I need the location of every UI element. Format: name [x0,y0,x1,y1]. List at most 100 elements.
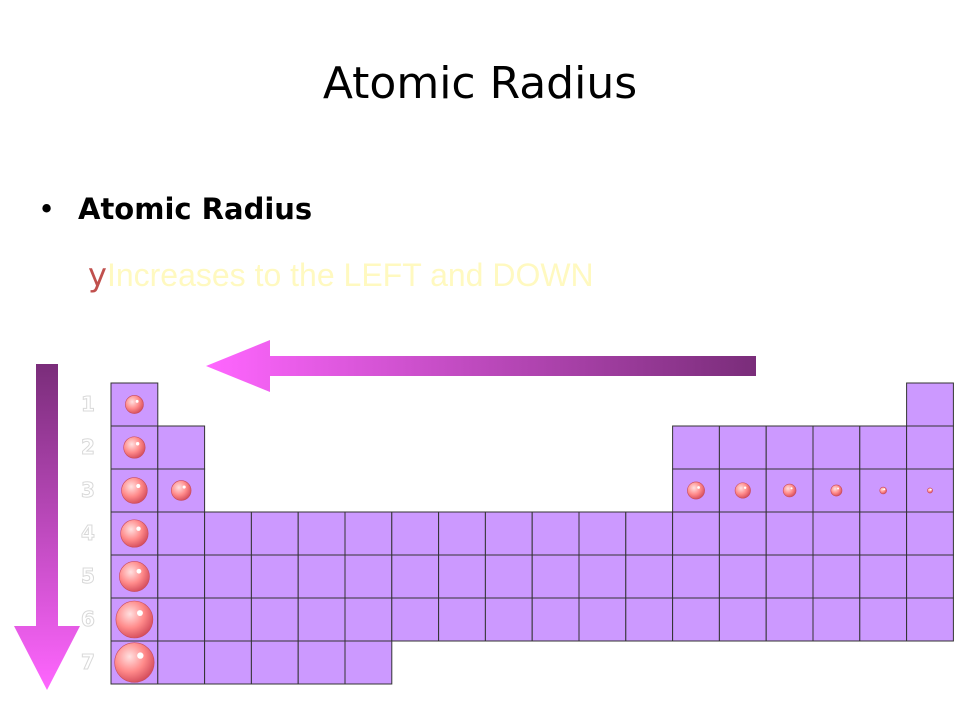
bullet-text: Atomic Radius [78,192,313,226]
atom-highlight [136,568,142,574]
atom-sphere [879,486,887,495]
element-cell [484,554,533,599]
element-cell [204,554,252,599]
slide-title: Atomic Radius [322,58,638,109]
element-cell [718,554,767,599]
period-number: 7 [81,650,95,674]
element-cell [391,511,440,556]
element-cell [250,640,299,685]
periodic-table-grid [110,382,954,685]
element-cell [391,554,440,599]
element-cell [438,597,486,642]
sub-bullet-text: Increases to the LEFT and DOWN [106,257,594,293]
atom-highlight [182,485,186,489]
element-cell [250,554,299,599]
element-cell [906,597,954,642]
atom-highlight [743,486,747,490]
atom-highlight [697,486,700,489]
period-number: 4 [81,521,95,545]
sub-bullet: yIncreases to the LEFT and DOWN [88,256,594,294]
element-cell [672,597,720,642]
atom-sphere [120,519,149,548]
element-cell [718,511,767,556]
element-cell [250,597,299,642]
atom-sphere [119,561,150,592]
atom-highlight [137,652,144,659]
atom-highlight [883,488,886,491]
atom-highlight [790,487,793,490]
element-cell [297,511,346,556]
element-cell [157,425,206,470]
element-cell [812,425,861,470]
element-cell [906,511,954,556]
element-cell [157,597,206,642]
element-cell [625,511,674,556]
element-cell [344,511,393,556]
element-cell [297,554,346,599]
element-cell [484,511,533,556]
element-cell [625,554,674,599]
element-cell [204,640,252,685]
sub-bullet-marker: y [88,256,107,294]
element-cell [672,554,720,599]
element-cell [625,597,674,642]
element-cell [906,425,954,470]
atom-sphere [687,481,705,500]
atom-highlight [135,442,140,446]
element-cell [578,597,627,642]
atom-sphere [830,484,843,497]
atom-sphere [782,483,797,498]
element-cell [157,640,206,685]
period-number: 3 [81,478,95,502]
atom-sphere [734,482,751,499]
element-cell [531,554,580,599]
element-cell [391,597,440,642]
element-cell [859,597,908,642]
element-cell [344,597,393,642]
atom-sphere [115,600,154,639]
arrow-down [14,364,80,690]
element-cell [718,597,767,642]
element-cell [578,511,627,556]
atom-sphere [123,436,146,459]
period-number: 1 [81,392,95,416]
element-cell [157,511,206,556]
atom-highlight [837,487,840,490]
atom-sphere [121,477,148,504]
atom-highlight [136,483,141,489]
atom-sphere [927,487,933,494]
element-cell [438,511,486,556]
element-cell [250,511,299,556]
element-cell [672,511,720,556]
element-cell [204,511,252,556]
element-cell [812,597,861,642]
atom-sphere [171,480,192,501]
element-cell [765,511,814,556]
period-number: 5 [81,564,95,588]
element-cell [438,554,486,599]
element-cell [765,597,814,642]
element-cell [859,511,908,556]
element-cell [578,554,627,599]
element-cell [531,597,580,642]
element-cell [344,554,393,599]
atoms [114,395,933,683]
element-cell [812,554,861,599]
element-cell [765,425,814,470]
element-cell [859,425,908,470]
element-cell [344,640,393,685]
element-cell [718,425,767,470]
period-number: 6 [81,607,95,631]
element-cell [157,554,206,599]
atom-highlight [136,526,141,531]
element-cell [672,425,720,470]
element-cell [906,554,954,599]
element-cell [297,597,346,642]
element-cell [765,554,814,599]
element-cell [906,382,954,427]
element-cell [204,597,252,642]
element-cell [531,511,580,556]
element-cell [297,640,346,685]
